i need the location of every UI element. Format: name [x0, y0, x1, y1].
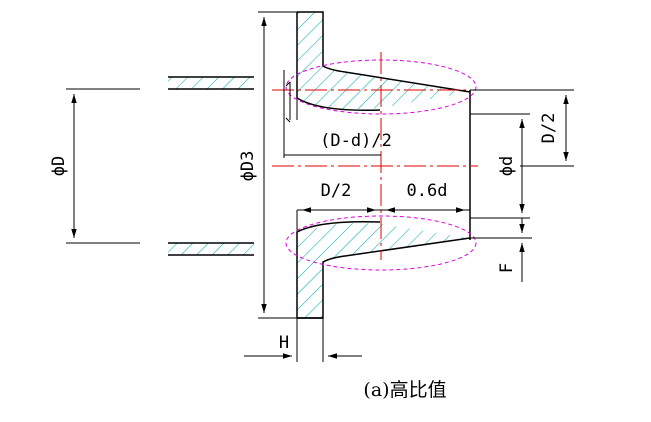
- dimension-horizontal-row: D/2 0.6d: [297, 181, 470, 213]
- left-pipe-stub-top: [168, 76, 254, 90]
- shell-wall-section-top: [295, 11, 471, 111]
- label-phi-d: ϕd: [497, 156, 517, 176]
- label-H: H: [279, 333, 289, 353]
- label-phi-D3: ϕD3: [238, 151, 258, 182]
- dimension-F: F: [470, 218, 532, 282]
- dimension-phi-D3: ϕD3: [238, 11, 300, 319]
- left-pipe-stub-bottom: [168, 242, 254, 256]
- label-0-6d: 0.6d: [407, 181, 448, 201]
- dimension-D-over-2-vertical: D/2: [470, 89, 574, 167]
- label-D-over-2-vertical: D/2: [539, 113, 559, 144]
- label-F: F: [497, 263, 517, 273]
- label-d-minus-over-2: (D-d)/2: [320, 131, 392, 151]
- label-phi-D: ϕD: [49, 156, 69, 176]
- dimension-phi-D: ϕD: [49, 88, 140, 244]
- label-D-over-2-horizontal: D/2: [321, 181, 352, 201]
- dimension-D-minus-d-over-2: (D-d)/2: [283, 70, 392, 158]
- dimension-H: H: [244, 318, 362, 362]
- reinforcement-zone-ellipse-bottom: [285, 215, 477, 271]
- figure-caption: (a)高比值: [363, 379, 446, 401]
- center-lines: [272, 52, 478, 260]
- shell-wall-section-bottom: [295, 220, 471, 319]
